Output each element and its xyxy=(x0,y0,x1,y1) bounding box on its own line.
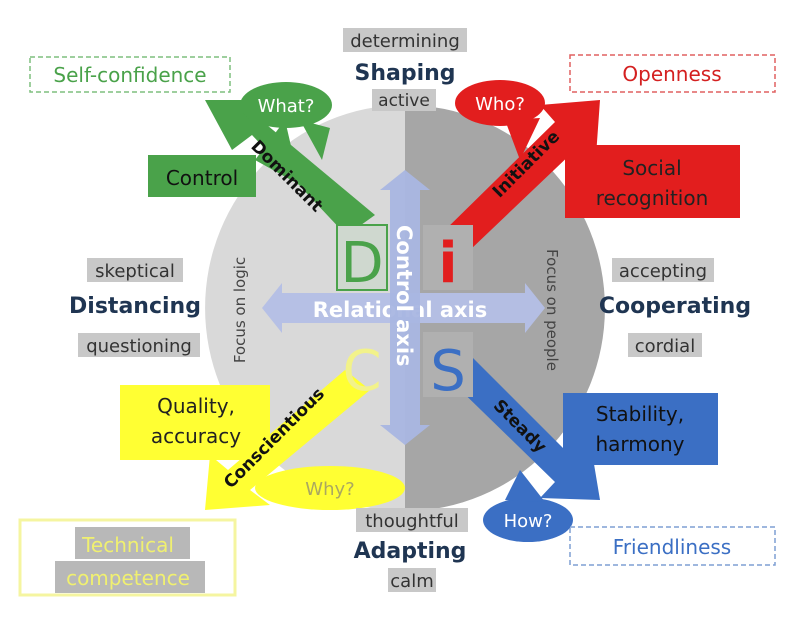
value-self-confidence: Self-confidence xyxy=(29,56,231,93)
word-thoughtful: thoughtful xyxy=(365,511,459,532)
letter-d: D xyxy=(340,231,383,296)
control-axis: Control axis xyxy=(380,170,430,445)
value-label: Self-confidence xyxy=(53,63,206,87)
quadrant-steady: How? Stability, harmony Steady xyxy=(445,355,718,542)
value-label: Openness xyxy=(622,62,721,86)
word-skeptical: skeptical xyxy=(95,261,175,282)
motive-social: Social xyxy=(622,156,681,180)
motive-accuracy: accuracy xyxy=(151,424,241,448)
bottom-words: thoughtful Adapting calm xyxy=(354,508,468,592)
question-what: What? xyxy=(258,96,315,117)
value-technical-competence: Technical competence xyxy=(18,518,237,597)
word-questioning: questioning xyxy=(86,336,192,357)
word-active: active xyxy=(378,91,430,111)
focus-logic-label: Focus on logic xyxy=(231,257,249,363)
motive-harmony: harmony xyxy=(595,432,684,456)
top-words: determining Shaping active xyxy=(343,28,467,111)
value-label: competence xyxy=(66,566,190,590)
left-words: skeptical Distancing questioning xyxy=(69,258,201,357)
motive-stability: Stability, xyxy=(596,402,684,426)
word-distancing: Distancing xyxy=(69,294,201,319)
word-calm: calm xyxy=(390,571,433,592)
right-words: accepting Cooperating cordial xyxy=(599,258,751,357)
question-how: How? xyxy=(504,511,553,532)
word-accepting: accepting xyxy=(619,261,707,282)
value-label: Technical xyxy=(81,533,174,557)
quadrant-conscientious: Why? Quality, accuracy Conscientious xyxy=(120,370,405,510)
control-axis-label: Control axis xyxy=(392,225,416,367)
value-friendliness: Friendliness xyxy=(569,526,776,566)
word-adapting: Adapting xyxy=(354,539,467,564)
word-determining: determining xyxy=(350,31,460,52)
value-openness: Openness xyxy=(569,54,776,93)
word-cooperating: Cooperating xyxy=(599,294,751,319)
letter-c: C xyxy=(342,339,381,404)
question-who: Who? xyxy=(475,94,525,115)
question-why: Why? xyxy=(305,479,354,500)
word-shaping: Shaping xyxy=(354,61,455,86)
disc-letters: D i C S xyxy=(336,224,473,404)
value-label: Friendliness xyxy=(613,535,731,559)
motive-quality: Quality, xyxy=(157,394,235,418)
motive-recognition: recognition xyxy=(596,186,709,210)
focus-people-label: Focus on people xyxy=(543,249,561,371)
motive-control: Control xyxy=(166,166,238,190)
letter-s: S xyxy=(430,339,466,404)
letter-i: i xyxy=(438,231,457,296)
word-cordial: cordial xyxy=(635,336,695,357)
